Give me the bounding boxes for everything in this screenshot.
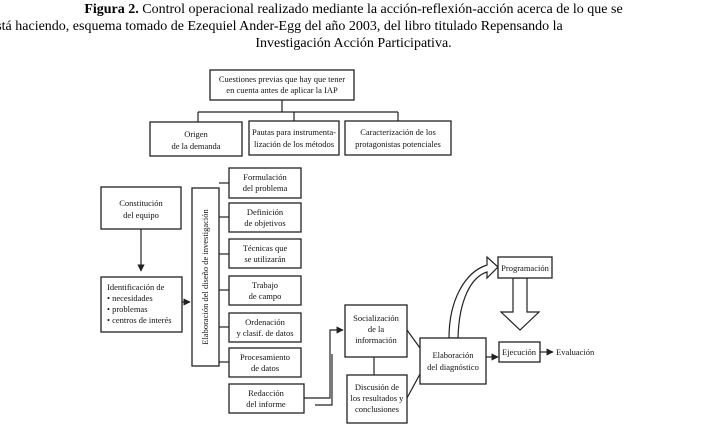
origen-line-2: de la demanda [171, 141, 220, 151]
node-identificacion: Identificación de • necesidades • proble… [100, 276, 183, 333]
trabajo-line-1: Trabajo [252, 280, 278, 290]
diagnostico-line-2: del diagnóstico [427, 362, 479, 372]
procesamiento-line-1: Procesamiento [240, 352, 290, 362]
caracterizacion-line-2: protagonistas potenciales [355, 139, 441, 149]
node-socializacion: Socialización de la información [344, 304, 408, 358]
identificacion-line-2: • necesidades [107, 293, 153, 303]
node-tecnicas: Técnicas que se utilizarán [228, 238, 302, 269]
definicion-line-2: de objetivos [244, 218, 285, 228]
identificacion-line-1: Identificación de [107, 282, 165, 292]
curved-arrow-to-programacion [448, 255, 499, 339]
tecnicas-line-1: Técnicas que [243, 243, 288, 253]
connectors [137, 100, 554, 406]
node-redaccion: Redacción del informe [228, 383, 305, 414]
ordenacion-line-2: y clasif. de datos [236, 328, 293, 338]
node-caracterizacion: Caracterización de los protagonistas pot… [344, 120, 452, 156]
hollow-arrow-programacion-ejecucion [499, 277, 541, 331]
tecnicas-line-2: se utilizarán [244, 254, 286, 264]
socializacion-line-2: de la [368, 324, 385, 334]
discusion-line-1: Discusión de [355, 382, 399, 392]
trabajo-line-2: de campo [249, 291, 282, 301]
discusion-line-2: los resultados y [351, 393, 405, 403]
discusion-line-3: conclusiones [355, 404, 399, 414]
identificacion-line-4: • centros de interés [107, 315, 172, 325]
formulacion-line-2: del problema [243, 183, 288, 193]
elaboracion-diseno-label: Elaboración del diseño de investigación [200, 209, 210, 345]
definicion-line-1: Definición [247, 207, 284, 217]
caption-line-1-text: Control operacional realizado mediante l… [138, 2, 623, 17]
constitucion-line-1: Constitución [119, 198, 163, 208]
node-trabajo: Trabajo de campo [228, 275, 302, 306]
node-programacion: Programación [497, 256, 553, 279]
node-discusion: Discusión de los resultados y conclusion… [346, 374, 408, 424]
formulacion-line-1: Formulación [243, 172, 287, 182]
node-ordenacion: Ordenación y clasif. de datos [228, 312, 302, 343]
diagnostico-line-1: Elaboración [432, 350, 474, 360]
cuestiones-line-1: Cuestiones previas que hay que tener [219, 74, 345, 84]
caption-label: Figura 2. [84, 2, 139, 17]
node-evaluacion: Evaluación [556, 347, 595, 357]
identificacion-line-3: • problemas [107, 304, 148, 314]
node-elaboracion-diseno: Elaboración del diseño de investigación [191, 187, 220, 367]
node-constitucion: Constitución del equipo [100, 186, 182, 230]
node-formulacion: Formulación del problema [228, 167, 302, 199]
connector-discusion-diagnostico [406, 373, 421, 399]
ejecucion-label: Ejecución [502, 347, 537, 357]
pautas-line-1: Pautas para instrumenta- [252, 127, 336, 137]
node-cuestiones: Cuestiones previas que hay que tener en … [209, 69, 355, 101]
socializacion-line-3: información [355, 335, 397, 345]
procesamiento-line-2: de datos [251, 363, 279, 373]
caption-line-2: está haciendo, esquema tomado de Ezequie… [0, 19, 563, 34]
origen-line-1: Origen [184, 129, 208, 139]
redaccion-line-1: Redacción [248, 388, 285, 398]
pautas-line-2: lización de los métodos [254, 139, 334, 149]
caption-line-1: Figura 2. Control operacional realizado … [0, 1, 707, 18]
arrow-redaccion-socializacion [304, 326, 344, 399]
redaccion-line-2: del informe [246, 399, 286, 409]
cuestiones-line-2: en cuenta antes de aplicar la IAP [226, 85, 338, 95]
socializacion-line-1: Socialización [353, 313, 400, 323]
programacion-label: Programación [501, 263, 549, 273]
connector-socializacion-diagnostico [406, 329, 421, 349]
evaluacion-label: Evaluación [556, 347, 595, 357]
node-ejecucion: Ejecución [498, 341, 541, 363]
caption-line-3: Investigación Acción Participativa. [255, 36, 452, 51]
node-procesamiento: Procesamiento de datos [228, 347, 302, 378]
node-origen: Origen de la demanda [149, 121, 243, 157]
node-definicion: Definición de objetivos [228, 202, 302, 233]
node-pautas: Pautas para instrumenta- lización de los… [248, 120, 340, 156]
ordenacion-line-1: Ordenación [245, 317, 285, 327]
constitucion-line-2: del equipo [123, 210, 159, 220]
connector-double [315, 354, 333, 406]
node-diagnostico: Elaboración del diagnóstico [419, 337, 487, 385]
caracterizacion-line-1: Caracterización de los [360, 127, 436, 137]
